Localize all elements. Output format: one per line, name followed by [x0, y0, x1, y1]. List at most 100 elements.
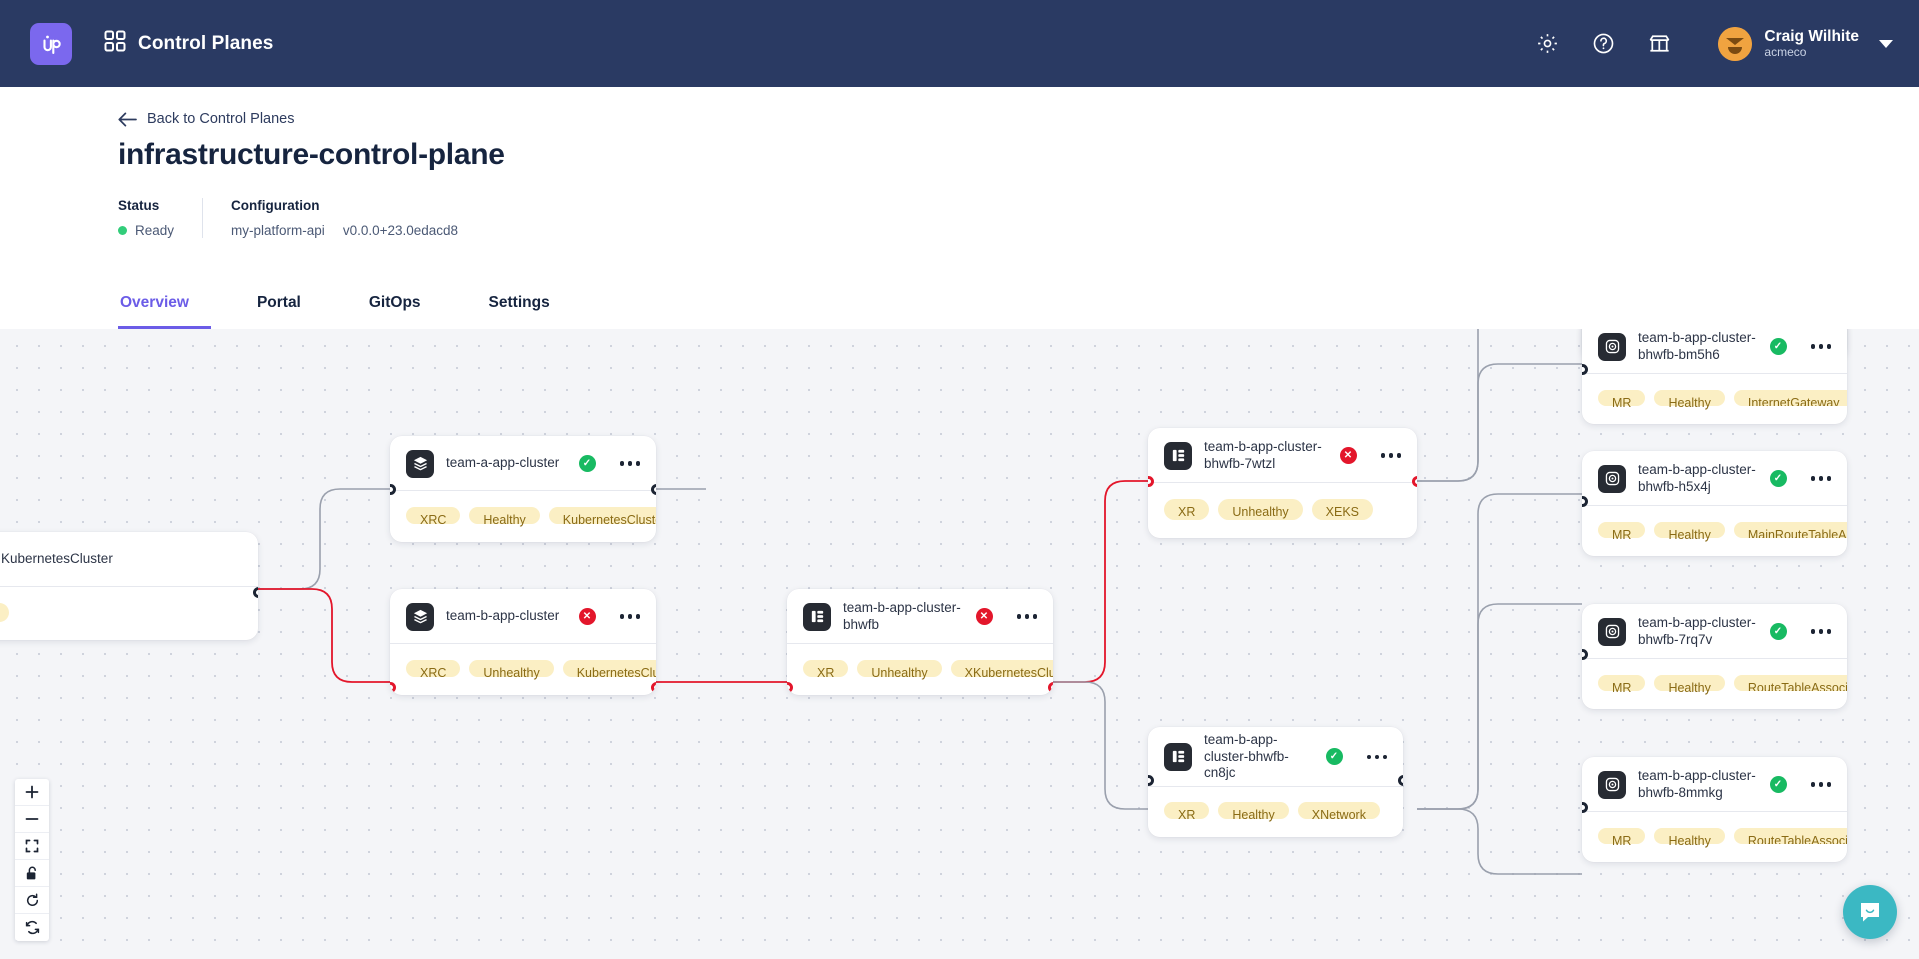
graph-edges	[258, 329, 1582, 875]
help-circle-icon[interactable]	[1588, 29, 1618, 59]
node-port-left[interactable]	[1148, 775, 1154, 786]
tab-gitops[interactable]: GitOps	[368, 294, 421, 311]
node-team-b-app-cluster-bhwfb-h5x4j[interactable]: team-b-app-cluster-bhwfb-h5x4j ✓ MR Heal…	[1582, 451, 1847, 556]
chevron-down-icon[interactable]	[1879, 39, 1893, 48]
marketplace-icon[interactable]	[1644, 29, 1674, 59]
node-team-b-app-cluster-bhwfb-7rq7v[interactable]: team-b-app-cluster-bhwfb-7rq7v ✓ MR Heal…	[1582, 604, 1847, 709]
tag: XEKS	[1311, 498, 1374, 520]
node-port-right[interactable]	[1047, 682, 1053, 693]
chat-icon[interactable]	[1843, 885, 1897, 939]
node-header: team-b-app-cluster-bhwfb-h5x4j ✓	[1582, 451, 1847, 505]
node-team-b-app-cluster-bhwfb-bm5h6[interactable]: team-b-app-cluster-bhwfb-bm5h6 ✓ MR Heal…	[1582, 329, 1847, 424]
node-port-right[interactable]	[650, 484, 656, 495]
lock-button[interactable]	[15, 860, 49, 887]
configuration-label: Configuration	[231, 198, 320, 213]
refresh-button[interactable]	[15, 887, 49, 914]
node-team-b-app-cluster-bhwfb-7wtzl[interactable]: team-b-app-cluster-bhwfb-7wtzl ✕ XR Unhe…	[1148, 428, 1417, 538]
node-port-right[interactable]	[1397, 775, 1403, 786]
tag: XRC	[406, 659, 461, 680]
node-port-right[interactable]	[1411, 476, 1417, 487]
node-tags: XR Healthy XNetwork	[1148, 786, 1403, 837]
tag: Unhealthy	[469, 659, 554, 680]
fit-view-button[interactable]	[15, 833, 49, 860]
node-port-left[interactable]	[1148, 476, 1154, 487]
node-divider	[1582, 658, 1847, 659]
tag: KubernetesCluster	[562, 659, 656, 677]
tag: XRC	[406, 506, 461, 527]
node-port-left[interactable]	[390, 484, 396, 495]
status-badge-healthy-icon: ✓	[1769, 338, 1787, 355]
node-port-left[interactable]	[1582, 649, 1588, 660]
node-title: team-b-app-cluster-bhwfb-bm5h6	[1638, 329, 1756, 362]
node-port-left[interactable]	[390, 682, 396, 693]
node-port-left[interactable]	[1582, 496, 1588, 507]
user-menu[interactable]: Craig Wilhite acmeco	[1718, 26, 1893, 61]
grid-icon	[104, 30, 126, 57]
node-menu-button[interactable]	[618, 610, 643, 623]
meta-row: Status Ready Configuration my-platform-a…	[118, 198, 1919, 238]
node-team-b-app-cluster[interactable]: team-b-app-cluster ✕ XRC Unhealthy Kuber…	[390, 589, 656, 695]
status-badge-unhealthy-icon: ✕	[975, 608, 993, 625]
tab-settings[interactable]: Settings	[488, 294, 550, 311]
tab-portal[interactable]: Portal	[256, 294, 301, 311]
node-title: team-b-app-cluster	[446, 608, 560, 624]
node-team-a-app-cluster[interactable]: team-a-app-cluster ✓ XRC Healthy Kuberne…	[390, 436, 656, 542]
configuration-name: my-platform-api	[231, 223, 325, 238]
node-menu-button[interactable]	[618, 457, 643, 470]
node-kubernetescluster[interactable]: K KubernetesCluster API	[0, 532, 258, 640]
tag: XR	[803, 659, 849, 680]
node-tags: MR Healthy InternetGateway	[1582, 374, 1847, 424]
node-divider	[0, 586, 258, 587]
node-port-left[interactable]	[787, 682, 793, 693]
sync-button[interactable]	[15, 914, 49, 941]
zoom-in-button[interactable]	[15, 779, 49, 806]
node-menu-button[interactable]	[1379, 449, 1404, 462]
node-team-b-app-cluster-bhwfb-cn8jc[interactable]: team-b-app-cluster-bhwfb-cn8jc ✓ XR Heal…	[1148, 727, 1403, 837]
node-tags: API	[0, 587, 258, 640]
tag: InternetGateway	[1733, 389, 1847, 406]
status-badge-unhealthy-icon: ✕	[1339, 447, 1357, 465]
node-tags: XRC Healthy KubernetesCluster	[390, 491, 656, 542]
node-team-b-app-cluster-bhwfb-8mmkg[interactable]: team-b-app-cluster-bhwfb-8mmkg ✓ MR Heal…	[1582, 757, 1847, 862]
composite-icon	[803, 602, 831, 631]
node-menu-button[interactable]	[1809, 340, 1834, 353]
tag: Healthy	[1218, 802, 1289, 822]
node-port-left[interactable]	[1582, 802, 1588, 813]
node-divider	[1582, 373, 1847, 374]
status-badge-healthy-icon: ✓	[1769, 776, 1787, 793]
tab-overview[interactable]: Overview	[118, 294, 211, 329]
node-title: team-b-app-cluster-bhwfb	[843, 599, 961, 632]
gear-icon[interactable]	[1532, 29, 1562, 59]
back-to-control-planes-link[interactable]: Back to Control Planes	[118, 111, 295, 127]
node-team-b-app-cluster-bhwfb[interactable]: team-b-app-cluster-bhwfb ✕ XR Unhealthy …	[787, 589, 1053, 695]
composite-icon	[1164, 441, 1192, 470]
configuration-value: my-platform-api v0.0.0+23.0edacd8	[231, 223, 458, 238]
node-menu-button[interactable]	[1015, 610, 1040, 623]
configuration-version: v0.0.0+23.0edacd8	[342, 223, 459, 238]
node-menu-button[interactable]	[1809, 625, 1834, 638]
node-divider	[1582, 811, 1847, 812]
node-port-right[interactable]	[650, 682, 656, 693]
node-menu-button[interactable]	[1809, 472, 1834, 485]
node-divider	[1148, 785, 1403, 787]
tag: XR	[1164, 802, 1210, 822]
status-badge-healthy-icon: ✓	[1769, 623, 1787, 640]
upbound-logo[interactable]	[30, 22, 72, 65]
resource-graph-canvas[interactable]: K KubernetesCluster API team-a-app-clust…	[0, 329, 1919, 959]
node-tags: XR Unhealthy XKubernetesCluster	[787, 644, 1053, 695]
node-divider	[390, 643, 656, 644]
composite-icon	[1164, 742, 1192, 771]
node-port-left[interactable]	[1582, 364, 1588, 375]
tag: XKubernetesCluster	[950, 659, 1053, 677]
tab-bar: Overview Portal GitOps Settings	[0, 294, 596, 329]
page-title: infrastructure-control-plane	[118, 138, 505, 171]
node-menu-button[interactable]	[1809, 778, 1834, 791]
zoom-out-button[interactable]	[15, 806, 49, 833]
tag: Healthy	[1654, 521, 1725, 542]
node-port-right[interactable]	[252, 587, 258, 598]
node-title: team-b-app-cluster-bhwfb-7wtzl	[1204, 438, 1322, 471]
configuration-block: Configuration my-platform-api v0.0.0+23.…	[202, 198, 486, 238]
tag: MR	[1598, 389, 1646, 410]
tag: MainRouteTableAssociation	[1733, 521, 1847, 538]
node-menu-button[interactable]	[1365, 751, 1390, 764]
